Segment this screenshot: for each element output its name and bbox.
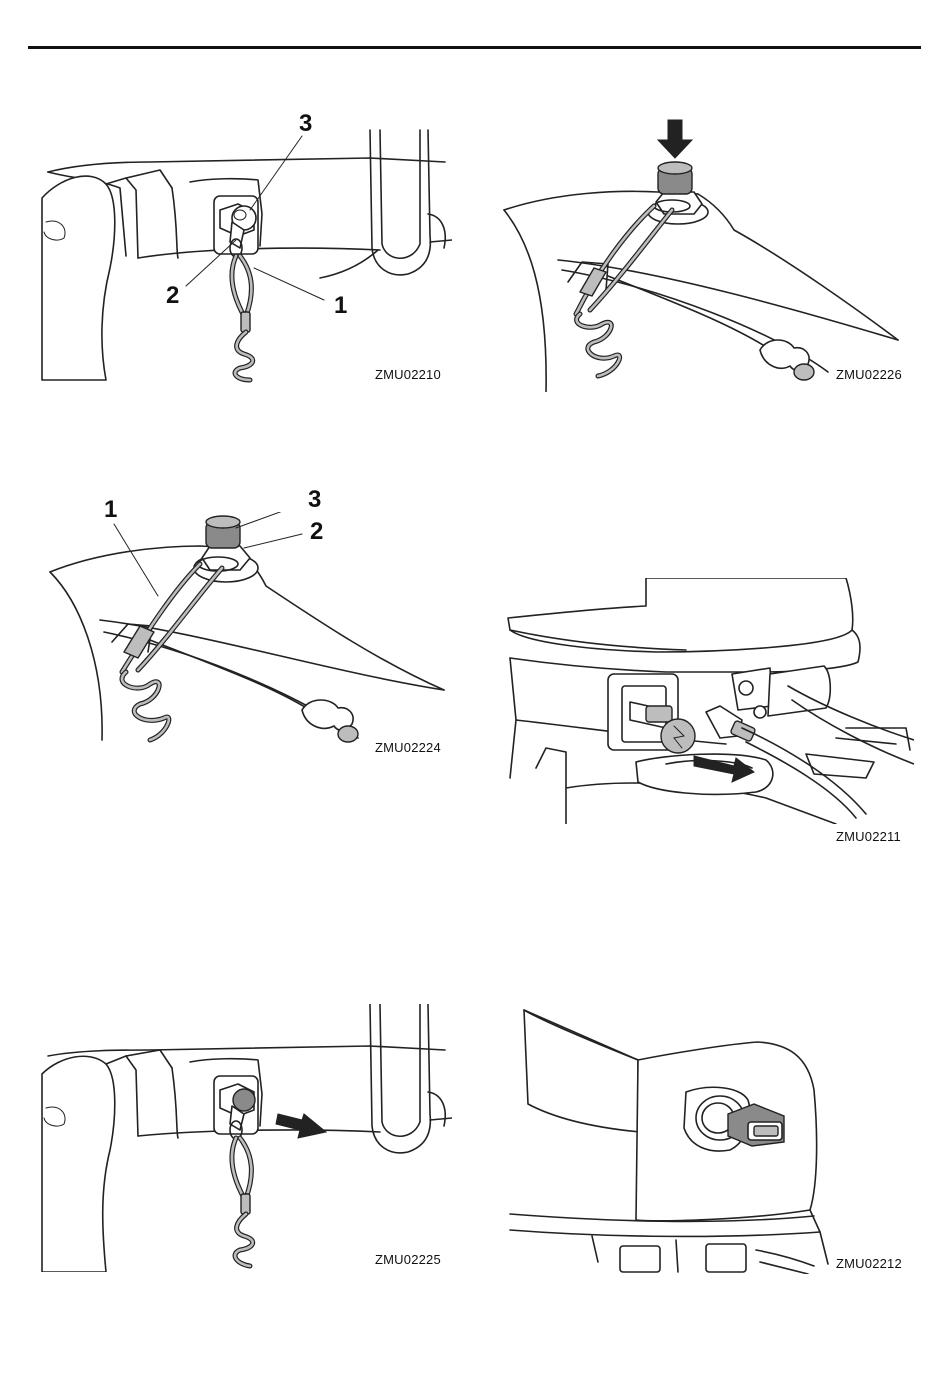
arrow-right-icon — [276, 1114, 326, 1138]
figure-3-callout-2: 2 — [310, 520, 323, 544]
figure-1-code: ZMU02210 — [375, 367, 441, 382]
arrow-down-icon — [658, 120, 692, 158]
figure-3-code: ZMU02224 — [375, 740, 441, 755]
figure-1-callout-3: 3 — [299, 112, 312, 136]
figure-1-illustration — [40, 118, 452, 390]
figure-6-illustration — [508, 1004, 914, 1274]
figure-4-illustration — [506, 578, 914, 824]
figure-2-code: ZMU02226 — [836, 367, 902, 382]
figure-3-callout-3: 3 — [308, 488, 321, 512]
figure-2-illustration — [498, 110, 916, 392]
figure-5-code: ZMU02225 — [375, 1252, 441, 1267]
figure-3-illustration — [40, 512, 452, 748]
figure-1-callout-2: 2 — [166, 284, 179, 308]
figure-4-code: ZMU02211 — [836, 829, 901, 844]
figure-6-code: ZMU02212 — [836, 1256, 902, 1271]
header-rule — [28, 46, 921, 49]
figure-3-callout-1: 1 — [104, 498, 117, 522]
figure-5-illustration — [40, 1004, 452, 1272]
figure-1-callout-1: 1 — [334, 294, 347, 318]
